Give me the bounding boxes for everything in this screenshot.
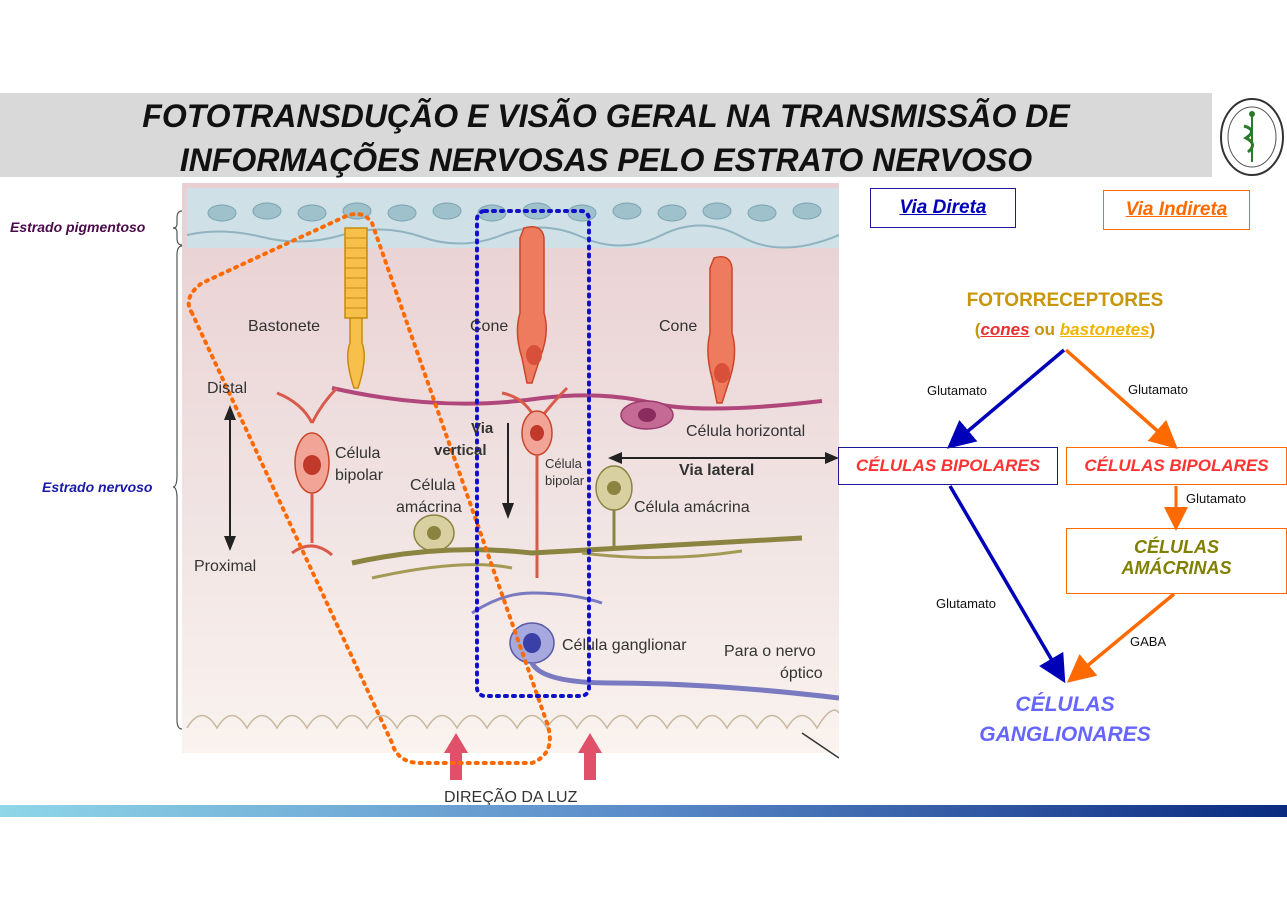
label-distal: Distal — [207, 380, 247, 397]
horizontal-cell-process — [331, 386, 823, 411]
celulas-amacrinas-box: CÉLULAS AMÁCRINAS — [1066, 528, 1287, 594]
page-title-line-1: FOTOTRANSDUÇÃO E VISÃO GERAL NA TRANSMIS… — [142, 98, 1070, 134]
paren-open: ( — [974, 320, 981, 339]
celulas-bipolares-indirect-box: CÉLULAS BIPOLARES — [1066, 447, 1287, 485]
label-celula-ganglionar: Célula ganglionar — [562, 637, 687, 654]
celulas-ganglionares: CÉLULAS GANGLIONARES — [950, 690, 1180, 750]
label-cone-1: Cone — [470, 318, 508, 335]
brace-pigmentoso — [172, 210, 183, 246]
bottom-decorative-bar — [0, 805, 1287, 817]
university-seal-logo — [1220, 98, 1284, 176]
label-proximal: Proximal — [194, 558, 256, 575]
label-celula-bipolar-2: bipolar — [335, 467, 384, 484]
arrow-amacrine-to-ganglion — [1066, 592, 1176, 683]
cones-label: cones — [980, 320, 1030, 339]
amacrine-cell-right — [595, 465, 633, 548]
rod-cell — [344, 227, 368, 389]
page-title-line-2: INFORMAÇÕES NERVOSAS PELO ESTRATO NERVOS… — [179, 142, 1033, 178]
amacrine-cell-left — [413, 514, 455, 552]
label-celula-horizontal: Célula horizontal — [686, 423, 805, 440]
label-via-vertical-2: vertical — [434, 442, 487, 459]
label-celula-amacrina-1: Célula — [410, 477, 455, 494]
ganglionares-line-1: CÉLULAS — [1015, 693, 1115, 716]
label-celula-amacrina-right: Célula amácrina — [634, 499, 750, 516]
label-celula-bipolar-b1: Célula — [545, 456, 583, 471]
bipolar-cell-center — [501, 386, 569, 578]
label-bastonete: Bastonete — [248, 318, 320, 335]
retina-diagram: Bastonete Cone Cone Distal Proximal Célu… — [182, 183, 839, 806]
label-direcao-luz: DIREÇÃO DA LUZ — [444, 786, 578, 806]
amacrinas-line-2: AMÁCRINAS — [1121, 558, 1232, 578]
brace-nervoso — [172, 245, 183, 730]
ganglionares-line-2: GANGLIONARES — [979, 723, 1151, 746]
arrow-foto-to-bipolar-direct — [946, 348, 1066, 449]
arrow-foto-to-bipolar-indirect — [1064, 348, 1178, 449]
arrow-bipolar-to-ganglion — [948, 485, 1066, 684]
label-via-lateral: Via lateral — [679, 462, 754, 479]
via-indireta-box: Via Indireta — [1103, 190, 1250, 230]
bastonetes-label: bastonetes — [1059, 320, 1150, 339]
label-glutamato-direct: Glutamato — [936, 596, 996, 611]
amacrinas-line-1: CÉLULAS — [1134, 537, 1219, 557]
label-estrado-pigmentoso: Estrado pigmentoso — [10, 219, 146, 235]
label-via-vertical-1: Via — [471, 420, 494, 437]
fotorreceptores-title: FOTORRECEPTORES — [966, 290, 1164, 311]
fotorreceptores-subtitle: (cones ou bastonetes) — [930, 320, 1200, 340]
cone-cell-2 — [707, 256, 736, 404]
indirect-pathway-outline — [186, 212, 552, 765]
label-glutamato-left: Glutamato — [927, 383, 987, 398]
label-celula-bipolar-1: Célula — [335, 445, 380, 462]
paren-close: ) — [1149, 320, 1156, 339]
amacrine-processes — [351, 535, 803, 566]
cone-cell-1 — [516, 226, 547, 384]
ou-label: ou — [1029, 320, 1060, 339]
label-gaba: GABA — [1130, 634, 1167, 649]
label-nervo-2: óptico — [780, 665, 823, 682]
direct-pathway-outline — [475, 209, 591, 698]
ganglion-cell — [471, 591, 839, 701]
bipolar-cell-left — [276, 386, 339, 557]
light-direction-arrows — [444, 733, 602, 780]
label-celula-bipolar-b2: bipolar — [545, 473, 585, 488]
celulas-bipolares-direct-box: CÉLULAS BIPOLARES — [838, 447, 1058, 485]
title-bar — [0, 93, 1212, 177]
inner-limiting-membrane — [186, 709, 839, 730]
optic-nerve-fiber — [529, 661, 839, 701]
label-cone-2: Cone — [659, 318, 697, 335]
label-glutamato-bip-amac: Glutamato — [1186, 491, 1246, 506]
via-direta-box: Via Direta — [870, 188, 1016, 228]
label-glutamato-right: Glutamato — [1128, 382, 1188, 397]
label-nervo-1: Para o nervo — [724, 643, 816, 660]
label-estrado-nervoso: Estrado nervoso — [42, 479, 153, 495]
label-celula-amacrina-2: amácrina — [396, 499, 462, 516]
